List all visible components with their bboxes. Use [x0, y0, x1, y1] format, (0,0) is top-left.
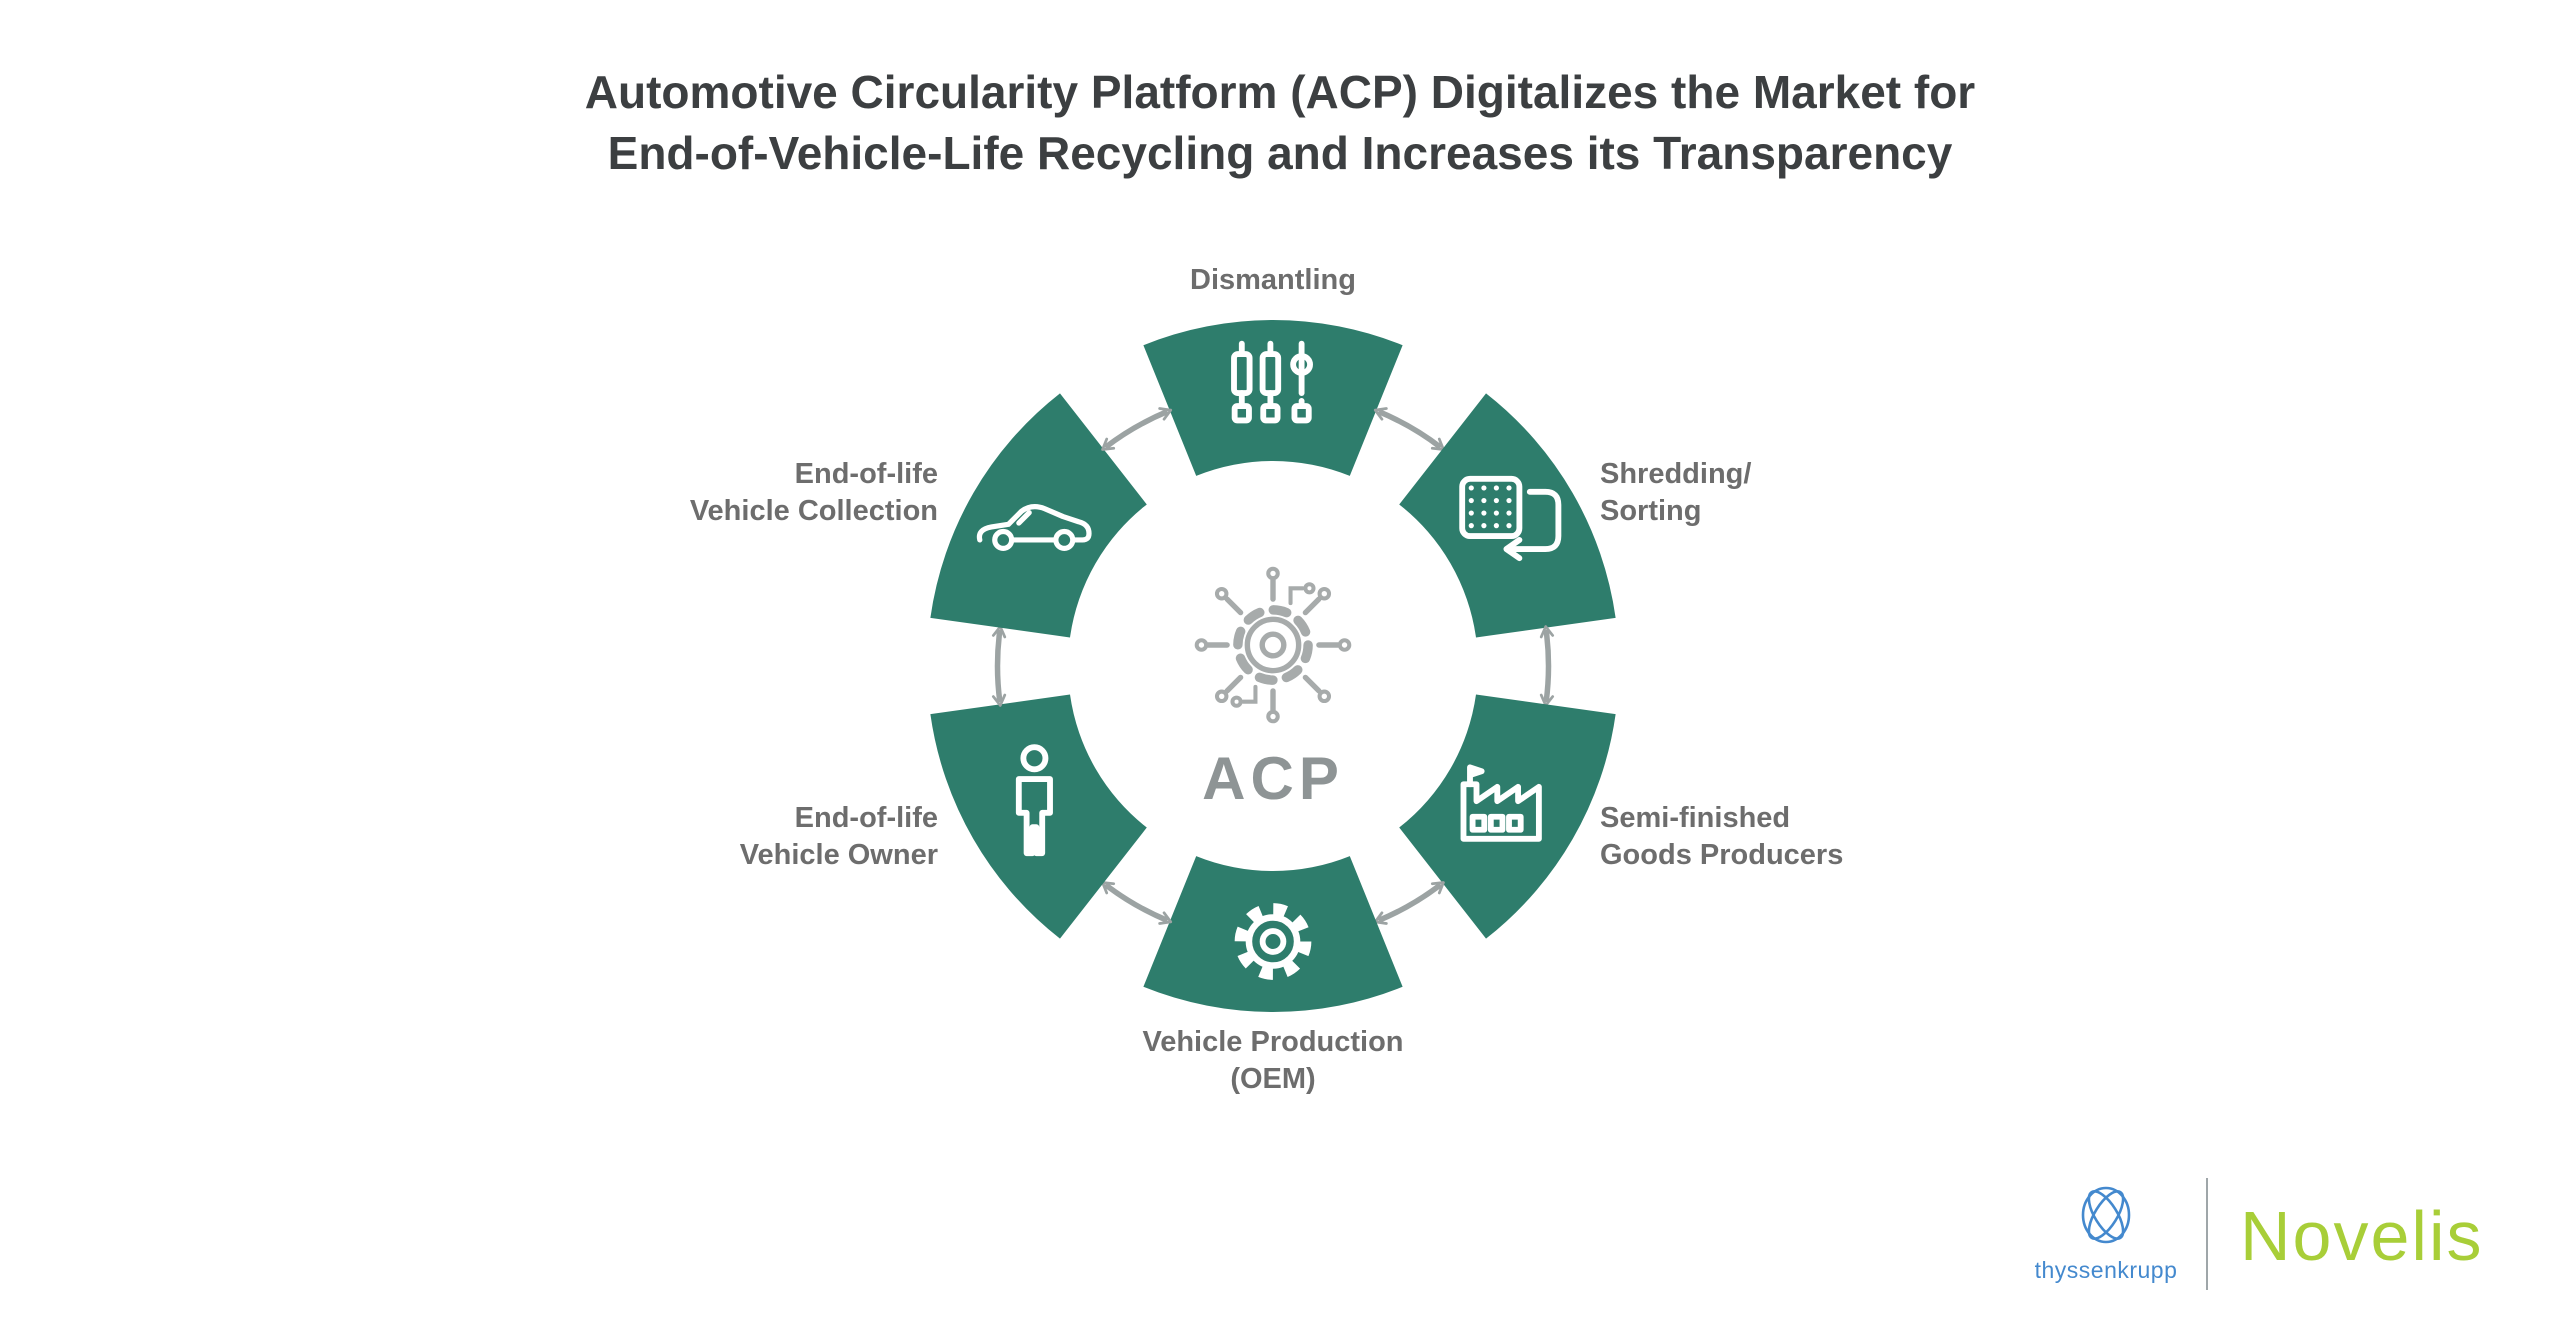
label-semi-finished-goods: Semi-finished Goods Producers — [1600, 802, 1844, 871]
page-title: Automotive Circularity Platform (ACP) Di… — [584, 66, 1976, 179]
novelis-wordmark: Novelis — [2240, 1197, 2484, 1275]
label-vehicle-production-oem: Vehicle Production (OEM) — [1142, 1026, 1404, 1095]
circularity-diagram — [930, 319, 1616, 1013]
acp-center-label: ACP — [1202, 745, 1344, 812]
flow-arrow-5 — [1101, 407, 1173, 451]
logo-divider — [2206, 1178, 2208, 1290]
digital-platform-icon — [1197, 569, 1350, 722]
thyssenkrupp-logo: thyssenkrupp — [2024, 1180, 2188, 1284]
flow-arrow-4 — [991, 625, 1007, 707]
flow-arrow-0 — [1373, 407, 1445, 451]
flow-arrow-2 — [1373, 881, 1445, 925]
segment-shredding-sorting — [1399, 393, 1616, 638]
label-shredding-sorting: Shredding/ Sorting — [1600, 458, 1752, 527]
flow-arrow-3 — [1101, 881, 1173, 925]
segment-eol-vehicle-owner — [930, 694, 1147, 939]
thyssenkrupp-wordmark: thyssenkrupp — [2034, 1257, 2178, 1283]
segment-eol-vehicle-collection — [930, 393, 1147, 638]
segment-vehicle-production — [1143, 856, 1403, 1013]
flow-arrow-1 — [1539, 625, 1555, 707]
label-dismantling: Dismantling — [1190, 264, 1356, 296]
thyssenkrupp-emblem-icon — [2081, 1186, 2131, 1244]
label-eol-vehicle-collection: End-of-life Vehicle Collection — [689, 458, 938, 527]
label-eol-vehicle-owner: End-of-life Vehicle Owner — [739, 802, 938, 871]
